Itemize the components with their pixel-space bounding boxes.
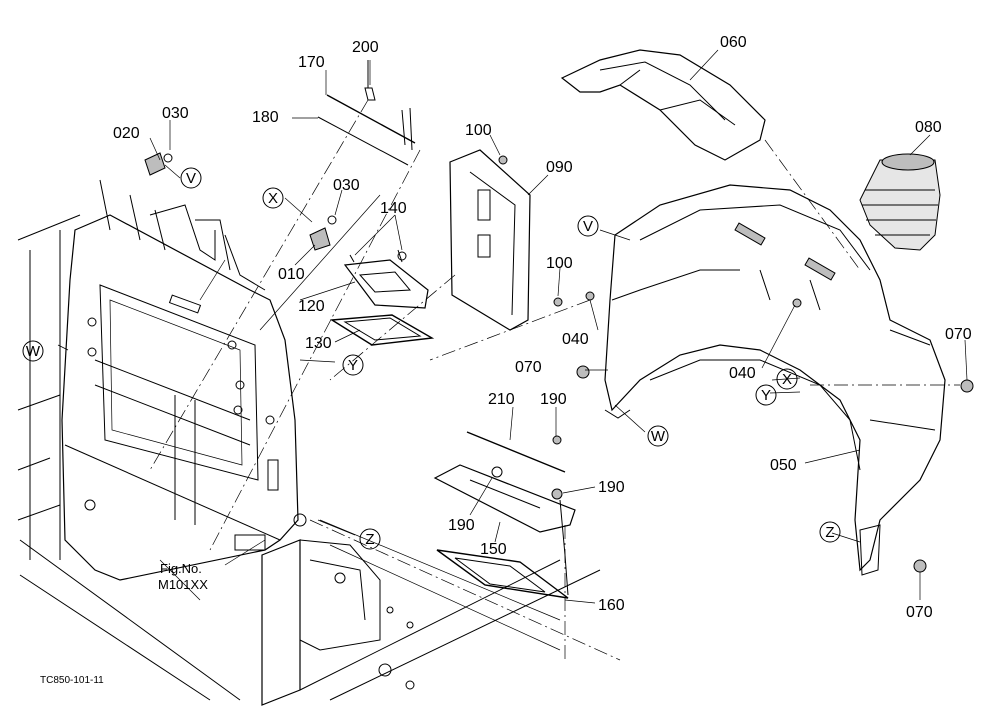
callout-v-left: V	[180, 167, 202, 189]
part-label-020: 020	[113, 125, 140, 142]
part-label-070-right: 070	[945, 326, 972, 343]
part-number-labels: 200 170 180 030 020 030 010 140 120 130 …	[113, 34, 972, 621]
part-label-210: 210	[488, 391, 515, 408]
plates-150-160-group	[433, 431, 576, 599]
figure-reference-line-1: Fig.No.	[160, 561, 202, 576]
callout-w-right: W	[647, 425, 669, 447]
part-label-050: 050	[770, 457, 797, 474]
part-label-190-top: 190	[540, 391, 567, 408]
part-label-130: 130	[305, 335, 332, 352]
frame-assembly-drawing	[17, 179, 601, 706]
part-label-160: 160	[598, 597, 625, 614]
svg-text:Y: Y	[348, 357, 358, 374]
callout-v-right: V	[577, 215, 599, 237]
part-label-010: 010	[278, 266, 305, 283]
part-label-080: 080	[915, 119, 942, 136]
part-label-070-center: 070	[515, 359, 542, 376]
svg-text:X: X	[782, 371, 792, 388]
part-label-180: 180	[252, 109, 279, 126]
callout-w-left: W	[22, 340, 44, 362]
part-label-200: 200	[352, 39, 379, 56]
brackets-010-020-030	[144, 152, 337, 251]
part-label-190-right: 190	[598, 479, 625, 496]
gaskets-120-130-group	[329, 249, 435, 346]
figure-reference: Fig.No. M101XX	[158, 561, 208, 592]
svg-text:W: W	[651, 428, 666, 445]
svg-text:Z: Z	[825, 524, 834, 541]
part-label-030-lower: 030	[333, 177, 360, 194]
part-label-070-bottom: 070	[906, 604, 933, 621]
callout-y-left: Y	[342, 354, 364, 376]
callout-z-right: Z	[819, 521, 841, 543]
svg-text:X: X	[268, 190, 278, 207]
svg-text:V: V	[583, 218, 593, 235]
plates-170-180-group	[317, 60, 416, 166]
part-label-090: 090	[546, 159, 573, 176]
callout-x-left: X	[262, 187, 284, 209]
svg-text:W: W	[26, 343, 41, 360]
bracket-090-group	[449, 149, 563, 331]
part-label-100-lower: 100	[546, 255, 573, 272]
drawing-code: TC850-101-11	[40, 675, 104, 686]
callout-y-right: Y	[755, 384, 777, 406]
part-label-190-left: 190	[448, 517, 475, 534]
svg-text:Y: Y	[761, 387, 771, 404]
svg-text:Z: Z	[365, 531, 374, 548]
boot-080-drawing	[859, 153, 941, 251]
leader-lines	[57, 49, 968, 661]
part-label-150: 150	[480, 541, 507, 558]
part-label-030-upper: 030	[162, 105, 189, 122]
part-label-040-right: 040	[729, 365, 756, 382]
callout-x-right: X	[776, 368, 798, 390]
part-label-140: 140	[380, 200, 407, 217]
canopy-060-drawing	[560, 49, 766, 161]
part-label-170: 170	[298, 54, 325, 71]
part-label-100-upper: 100	[465, 122, 492, 139]
shroud-050-drawing	[576, 184, 974, 576]
callout-z-left: Z	[359, 528, 381, 550]
part-label-060: 060	[720, 34, 747, 51]
figure-reference-line-2: M101XX	[158, 577, 208, 592]
callout-markers: V X W Y Z V X Y	[22, 167, 841, 550]
part-label-040-left: 040	[562, 331, 589, 348]
svg-text:V: V	[186, 170, 196, 187]
part-label-120: 120	[298, 298, 325, 315]
